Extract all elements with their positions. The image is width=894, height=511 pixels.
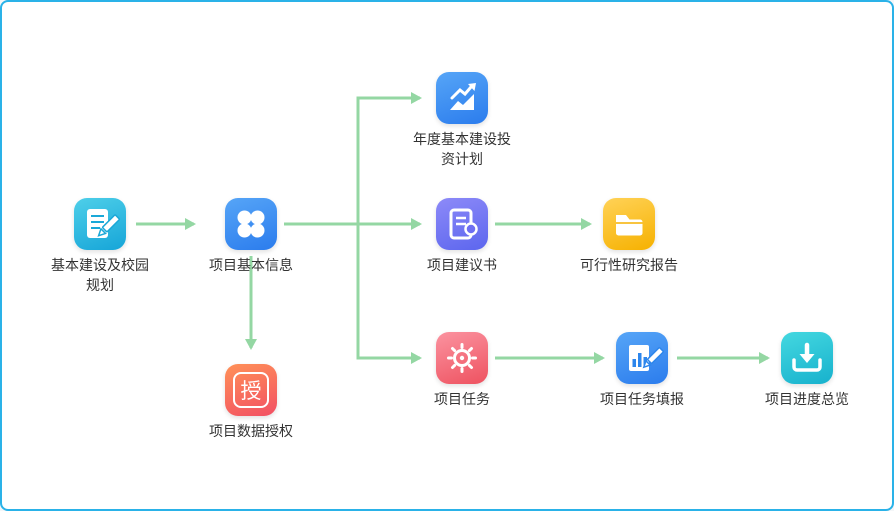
node-progress-label: 项目进度总览 — [765, 392, 849, 408]
node-basic-info — [225, 198, 277, 250]
node-basic-info-label: 项目基本信息 — [209, 258, 293, 274]
node-feasibility — [603, 198, 655, 250]
node-feasibility-label: 可行性研究报告 — [580, 258, 678, 274]
clover-icon[interactable] — [225, 198, 277, 250]
node-task-label: 项目任务 — [434, 392, 490, 408]
download-tray-icon[interactable] — [781, 332, 833, 384]
node-task-fill — [616, 332, 668, 384]
chart-pencil-icon[interactable] — [616, 332, 668, 384]
arrow-basicinfo-to-task — [356, 224, 422, 364]
gear-icon[interactable] — [436, 332, 488, 384]
arrow-basicinfo-to-annualplan — [356, 92, 422, 224]
node-planning — [74, 198, 126, 250]
folder-icon[interactable] — [603, 198, 655, 250]
document-pencil-icon[interactable] — [74, 198, 126, 250]
trend-chart-icon[interactable] — [436, 72, 488, 124]
node-annual-plan-label: 年度基本建设投资计划 — [413, 132, 511, 169]
node-annual-plan — [436, 72, 488, 124]
node-proposal-label: 项目建议书 — [427, 258, 497, 274]
shou-character: 授 — [233, 372, 269, 408]
node-proposal — [436, 198, 488, 250]
node-progress — [781, 332, 833, 384]
notebook-icon[interactable] — [436, 198, 488, 250]
node-planning-label: 基本建设及校园规划 — [51, 258, 149, 295]
node-task-fill-label: 项目任务填报 — [600, 392, 684, 408]
node-data-auth: 授 — [225, 364, 277, 416]
node-task — [436, 332, 488, 384]
shou-character-icon[interactable]: 授 — [225, 364, 277, 416]
node-data-auth-label: 项目数据授权 — [209, 424, 293, 440]
